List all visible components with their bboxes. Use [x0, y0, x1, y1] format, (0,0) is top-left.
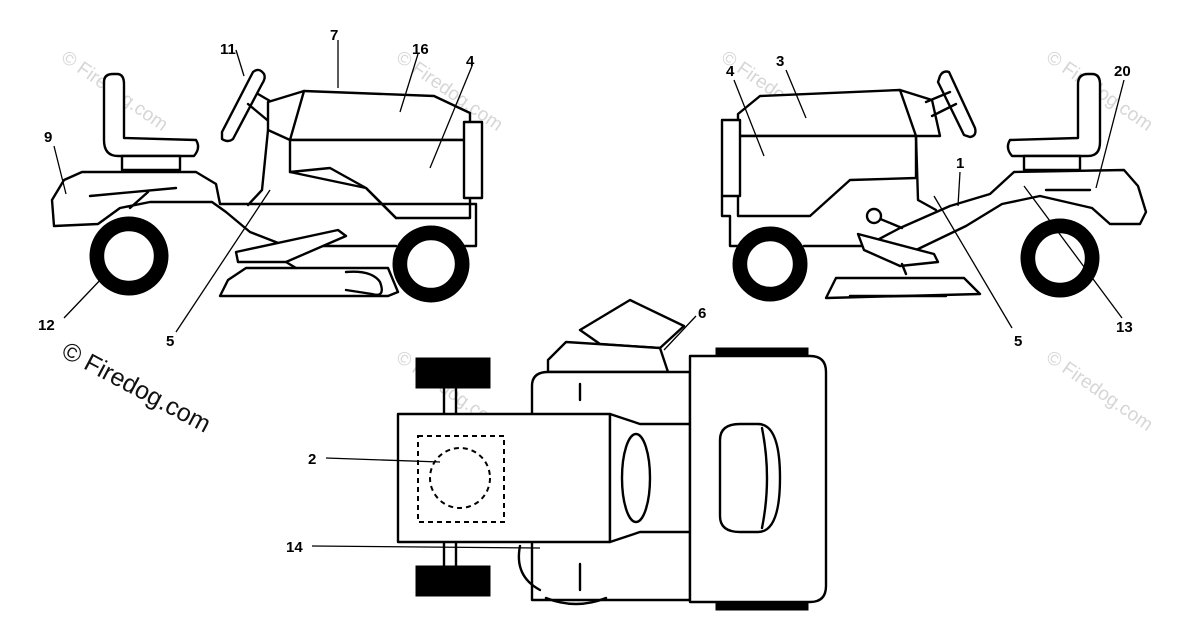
- seat-back: [1006, 72, 1102, 158]
- callout-3: 3: [776, 53, 784, 70]
- rear-wheel: [1020, 218, 1100, 298]
- front-wheel: [392, 225, 470, 303]
- hood-edge: [288, 89, 306, 142]
- deck-chute: [344, 270, 383, 296]
- headlight: [718, 422, 782, 534]
- dash-top: [546, 340, 670, 374]
- callout-1: 1: [956, 155, 964, 172]
- callout-14: 14: [286, 539, 303, 556]
- leader-6: [663, 315, 697, 351]
- grille: [720, 118, 742, 198]
- steering-wheel-top: [578, 298, 686, 350]
- callout-5: 5: [1014, 333, 1022, 350]
- callout-11: 11: [220, 41, 236, 58]
- grille: [462, 120, 484, 200]
- lever-handle: [876, 216, 904, 230]
- leader-20: [1095, 79, 1125, 189]
- axle-lines: [442, 386, 458, 568]
- left-side-view: [50, 40, 484, 333]
- axle-hub: [455, 565, 491, 579]
- leader-13: [1023, 185, 1123, 319]
- frame: [720, 168, 1148, 252]
- callout-labels: 11 7 16 4 9 12 5 4 3 1 20 5 13 6 2 14: [38, 27, 1133, 556]
- rear-wheel: [89, 216, 169, 296]
- rear-fender-curve: [517, 544, 608, 606]
- callout-7: 7: [330, 27, 338, 44]
- hood: [266, 89, 472, 142]
- leader-1: [957, 171, 961, 207]
- leader-5b: [933, 195, 1013, 329]
- callout-20: 20: [1114, 63, 1131, 80]
- front-wheel-rim: [744, 238, 796, 290]
- lever-knob: [865, 207, 883, 225]
- mower-deck: [218, 266, 400, 298]
- watermark-faint: © Firedog.com: [1042, 347, 1156, 436]
- leader-2: [325, 457, 441, 463]
- seat-base: [120, 154, 182, 172]
- seat-base: [1022, 154, 1082, 172]
- callout-4: 4: [726, 63, 735, 80]
- callout-6: 6: [698, 305, 706, 322]
- watermark-main: © Firedog.com: [57, 337, 215, 439]
- seat-back: [102, 72, 200, 158]
- leader-9: [53, 145, 67, 195]
- pedal-link: [284, 260, 298, 270]
- frame: [50, 170, 478, 248]
- neck-oval: [620, 432, 652, 524]
- callout-12: 12: [38, 317, 55, 334]
- foot-pedal: [856, 232, 940, 268]
- leader-5a: [175, 189, 271, 333]
- callout-2: 2: [308, 451, 316, 468]
- leader-3: [785, 69, 807, 119]
- rear-wheel-rim: [1032, 230, 1088, 286]
- front-wheel: [732, 226, 808, 302]
- leader-11: [235, 49, 245, 77]
- leader-14: [311, 545, 541, 549]
- front-wheel-top: [715, 347, 809, 357]
- mower-deck: [824, 276, 982, 300]
- steering-wheel: [220, 68, 266, 143]
- callout-16: 16: [412, 41, 429, 58]
- fender-line: [88, 186, 178, 210]
- rear-wheel-top: [415, 357, 491, 389]
- headlight-inner: [760, 426, 769, 530]
- pedal-link: [900, 262, 908, 276]
- foot-pedal: [234, 228, 348, 264]
- front-wheel-rim: [404, 237, 458, 291]
- dash-panel: [246, 128, 270, 207]
- callout-4: 4: [466, 53, 475, 70]
- hood-side: [736, 134, 918, 218]
- right-side-view: [720, 69, 1148, 329]
- hood-side: [288, 138, 472, 220]
- hood-edge: [898, 88, 918, 138]
- hood: [736, 88, 942, 138]
- leader-4a: [429, 65, 473, 169]
- top-view: [311, 298, 828, 611]
- leader-4b: [733, 79, 765, 157]
- leader-16: [399, 53, 419, 113]
- fuel-cap-outline: [429, 447, 491, 509]
- callout-5: 5: [166, 333, 174, 350]
- callout-9: 9: [44, 129, 52, 146]
- decal-outline: [417, 435, 505, 523]
- callout-13: 13: [1116, 319, 1133, 336]
- rear-wheel-rim: [101, 228, 157, 284]
- dash-panel: [914, 134, 938, 212]
- front-wheel-top: [715, 601, 809, 611]
- leader-12: [63, 275, 105, 319]
- steering-column: [924, 90, 958, 118]
